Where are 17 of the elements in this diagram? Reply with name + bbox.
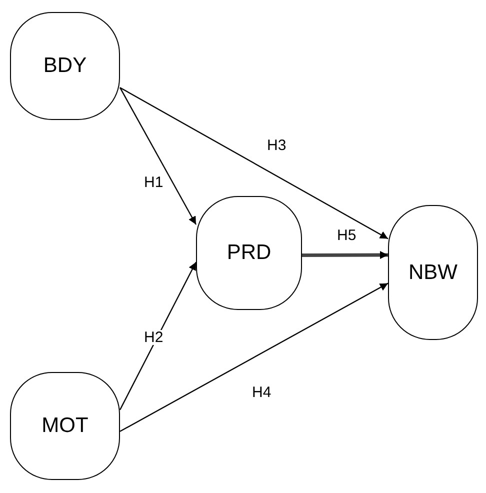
edge-label: H5: [335, 228, 358, 243]
node-label: NBW: [408, 260, 458, 286]
node-label: MOT: [42, 413, 88, 440]
arrow: [119, 262, 197, 410]
arrow: [119, 87, 197, 225]
edge-label: H1: [142, 175, 166, 190]
arrow: [302, 250, 388, 259]
node-label: BDY: [43, 53, 87, 80]
rounded-node: [196, 196, 302, 310]
edge-label: H2: [142, 330, 166, 345]
edge-label: H4: [250, 385, 274, 400]
rounded-node: [10, 372, 120, 480]
node-label: PRD: [226, 240, 272, 266]
arrow: [120, 87, 388, 240]
edge-label: H3: [265, 138, 288, 153]
rounded-node: [10, 12, 120, 120]
arrow: [120, 282, 388, 432]
